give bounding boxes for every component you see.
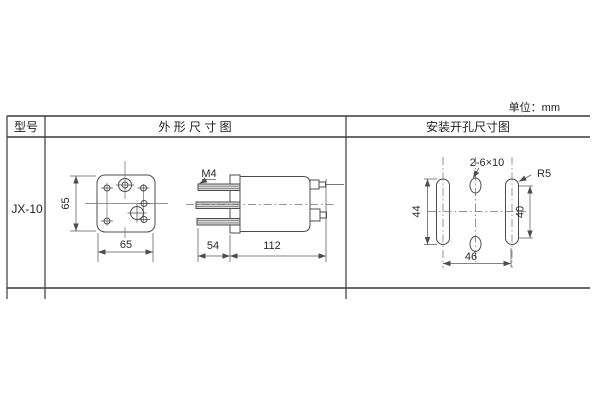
height-dimension — [70, 175, 96, 232]
width-dimension — [97, 233, 154, 262]
model-value: JX-10 — [11, 202, 43, 216]
header-model: 型号 — [14, 120, 38, 134]
radius-label: R5 — [537, 168, 551, 180]
lower-hole — [127, 203, 147, 223]
length-dimensions — [197, 179, 327, 262]
relay-body — [239, 176, 311, 232]
slot-length-dimension — [424, 178, 437, 245]
slot-length-label: 44 — [411, 205, 423, 217]
table-grid — [6, 115, 590, 299]
outline-side-view — [186, 174, 344, 262]
header-mounting: 安装开孔尺寸图 — [426, 119, 510, 134]
mounting-hole-view — [424, 157, 533, 268]
rear-studs — [309, 179, 344, 222]
unit-label: 单位：mm — [509, 100, 560, 114]
small-holes — [101, 184, 150, 225]
thread-leader — [199, 177, 216, 184]
body-length-label: 112 — [263, 240, 281, 252]
front-height-label: 65 — [60, 197, 72, 209]
slot-center-label: 40 — [515, 206, 527, 218]
radius-leader — [518, 174, 532, 182]
front-width-label: 65 — [120, 239, 132, 251]
holes-leader — [472, 167, 480, 179]
center-hole — [116, 178, 134, 192]
slot-center-dimension — [519, 185, 533, 239]
thread-label: M4 — [201, 168, 216, 180]
header-outline: 外 形 尺 寸 图 — [158, 120, 231, 134]
terminal-length-label: 54 — [207, 240, 219, 252]
outline-front-view — [70, 161, 168, 262]
spacing-label: 46 — [465, 251, 477, 263]
holes-label: 2-6×10 — [470, 157, 505, 169]
